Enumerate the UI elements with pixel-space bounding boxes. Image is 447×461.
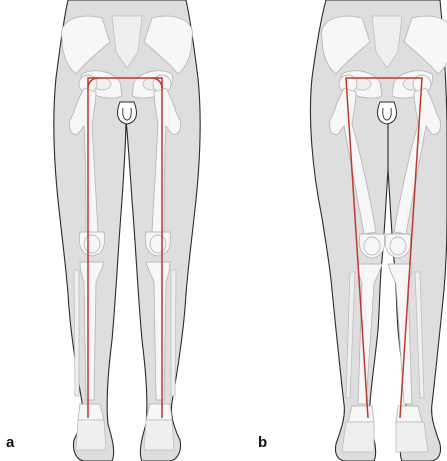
panel-label-b: b <box>258 434 267 451</box>
panel-a: a <box>6 0 200 461</box>
foot-left-a <box>76 404 106 450</box>
panel-b: b <box>258 0 447 461</box>
foot-right-a <box>144 404 174 450</box>
patella-right-b <box>390 237 406 255</box>
panel-label-a: a <box>6 434 15 451</box>
patella-left-b <box>364 237 380 255</box>
patella-left-a <box>84 235 100 253</box>
patella-right-a <box>150 235 166 253</box>
